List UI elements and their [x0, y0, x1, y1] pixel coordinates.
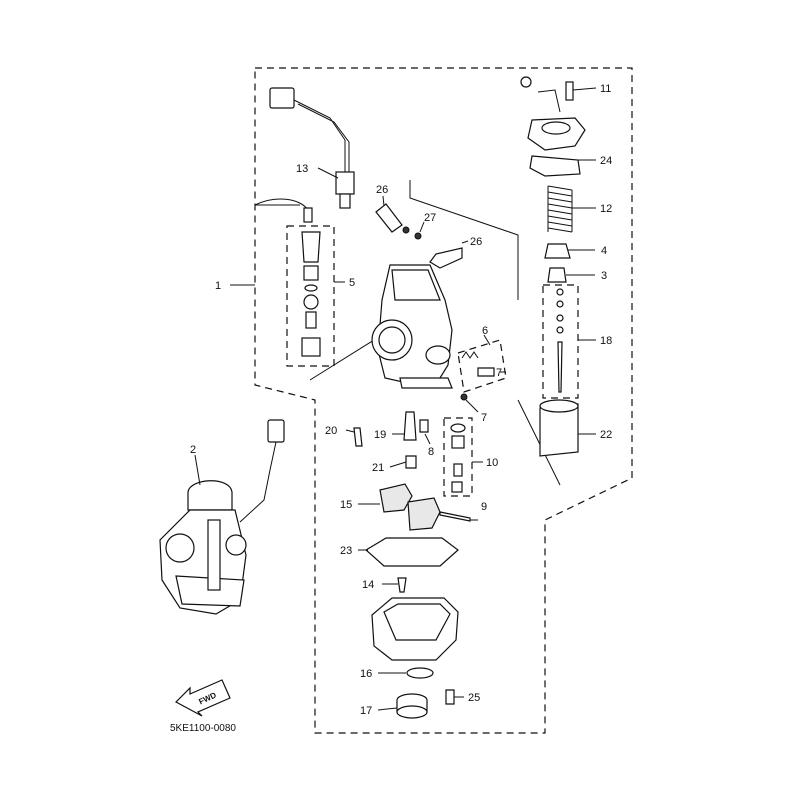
air-screw-spring [461, 351, 479, 359]
hose-clip-27 [402, 226, 422, 240]
drawing-code: 5KE1100-0080 [170, 723, 236, 734]
callout-13: 13 [296, 163, 308, 175]
callout-1: 1 [215, 280, 221, 292]
pilot-jet-stack [301, 231, 321, 357]
jet-needle-set [556, 288, 564, 393]
carburetor-body [371, 264, 453, 389]
throttle-cap-assembly [520, 76, 586, 177]
callout-9: 9 [481, 501, 487, 513]
needle-holder-part [547, 267, 567, 283]
vent-hose [254, 198, 309, 211]
throttle-spring [547, 185, 573, 233]
callout-19: 19 [374, 429, 386, 441]
vent-hose-right [429, 247, 463, 269]
callout-18: 18 [600, 335, 612, 347]
callout-8: 8 [428, 446, 434, 458]
o-ring [406, 667, 434, 679]
callout-23: 23 [340, 545, 352, 557]
callout-14: 14 [362, 579, 374, 591]
callout-16: 16 [360, 668, 372, 680]
drain-plug [396, 693, 428, 719]
callout-26-a: 26 [376, 184, 388, 196]
group-bracket-10 [443, 417, 473, 497]
group-bracket-18 [542, 284, 579, 399]
needle-jet [403, 411, 417, 441]
float-valve-set [450, 423, 466, 493]
callout-15: 15 [340, 499, 352, 511]
main-jet [405, 455, 417, 469]
callout-3: 3 [601, 270, 607, 282]
part-7-upper [460, 393, 468, 401]
drain-screw [445, 689, 455, 705]
group-bracket-5 [286, 225, 335, 367]
callout-11: 11 [600, 83, 611, 95]
callout-10: 10 [486, 457, 498, 469]
throttle-valve [539, 399, 579, 457]
callout-numbers: 1 2 3 4 5 6 7 7 8 9 10 11 12 13 14 15 16… [190, 83, 612, 717]
air-screw [477, 367, 495, 377]
float-bowl-gasket [364, 537, 459, 567]
nut-8 [419, 419, 429, 433]
assembled-carburetor [159, 419, 285, 615]
fwd-arrow-icon: FWD [175, 679, 231, 717]
callout-4: 4 [601, 245, 607, 257]
float-assembly [379, 483, 441, 531]
callout-6: 6 [482, 325, 488, 337]
callout-leaders [194, 87, 597, 711]
callout-17: 17 [360, 705, 372, 717]
callout-26-b: 26 [470, 236, 482, 248]
callout-25: 25 [468, 692, 480, 704]
vent-hose-fitting [303, 207, 313, 223]
callout-12: 12 [600, 203, 612, 215]
float-bowl-screw [397, 577, 407, 593]
callout-27: 27 [424, 212, 436, 224]
throttle-sensor-harness [269, 87, 355, 209]
callout-7-b: 7 [481, 412, 487, 424]
throttle-stop-screw [353, 427, 363, 447]
float-bowl [371, 597, 459, 661]
callout-5: 5 [349, 277, 355, 289]
callout-22: 22 [600, 429, 612, 441]
callout-2: 2 [190, 444, 196, 456]
callout-20: 20 [325, 425, 337, 437]
callout-24: 24 [600, 155, 612, 167]
callout-21: 21 [372, 462, 384, 474]
group-bracket-6 [457, 339, 507, 393]
callout-7-a: 7 [496, 367, 502, 379]
spring-seat-part [544, 243, 571, 259]
assembly-boundary [254, 67, 633, 734]
float-pin [439, 511, 471, 522]
slide-assembly-line [409, 180, 561, 486]
vent-hose-upper [375, 203, 403, 233]
